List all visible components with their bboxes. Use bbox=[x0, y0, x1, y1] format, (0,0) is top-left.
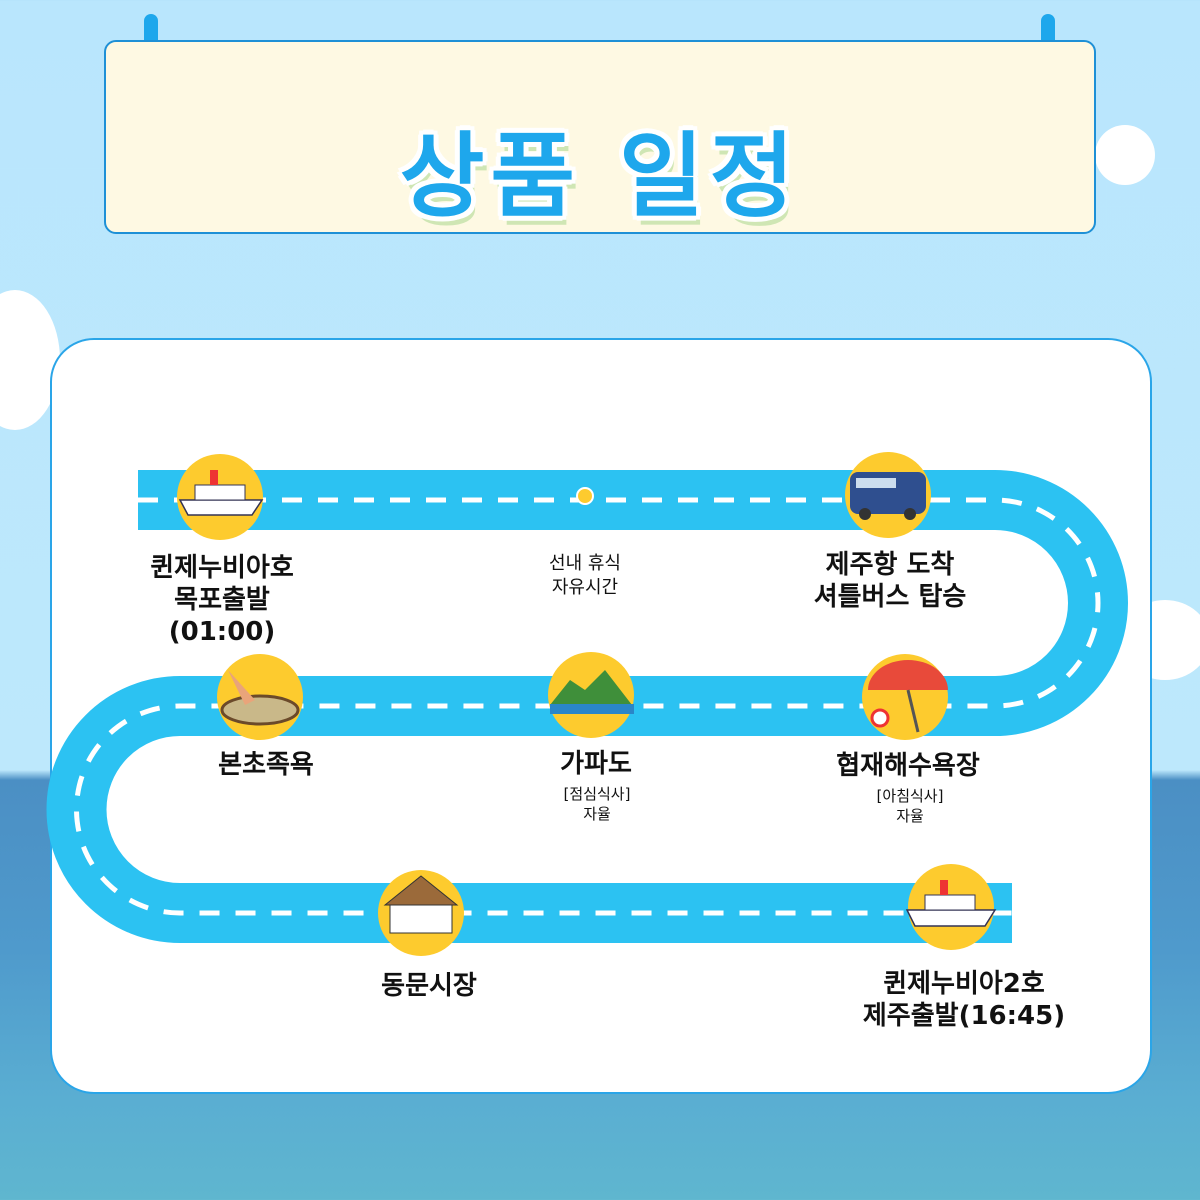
stop-title: 협재해수욕장 bbox=[836, 751, 980, 781]
meal-note: [아침식사] bbox=[876, 787, 944, 805]
stop-label-foot-bath: 본초족욕 bbox=[218, 749, 314, 781]
stop-title: 자유시간 bbox=[551, 577, 619, 598]
stop-label-jeju-departure: 퀸제누비아2호 제주출발(16:45) bbox=[863, 968, 1065, 1032]
stop-note-gapado: [점심식사] 자율 bbox=[564, 784, 631, 824]
meal-note: 자율 bbox=[896, 807, 924, 825]
stop-label-jeju-arrival: 제주항 도착 셔틀버스 탑승 bbox=[814, 549, 967, 613]
stop-title: 셔틀버스 탑승 bbox=[813, 582, 967, 612]
stop-title: 가파도 bbox=[560, 749, 632, 779]
stop-title: 선내 휴식 bbox=[549, 553, 621, 574]
stop-label-mokpo-departure: 퀸제누비아호 목포출발 (01:00) bbox=[150, 552, 294, 648]
stop-label-gapado: 가파도 bbox=[560, 748, 632, 780]
stop-title: 목포출발 bbox=[174, 585, 270, 615]
bus-icon bbox=[845, 452, 931, 538]
meal-note: 자율 bbox=[583, 805, 611, 823]
dot-marker-icon bbox=[576, 487, 594, 505]
cruise-ship-icon bbox=[905, 864, 997, 950]
stop-title: 동문시장 bbox=[381, 971, 477, 1001]
title-board: 상품 일정 bbox=[104, 40, 1096, 234]
stop-title: 제주항 도착 bbox=[825, 550, 955, 580]
beach-umbrella-icon bbox=[862, 654, 948, 740]
page-title: 상품 일정 bbox=[399, 123, 801, 230]
stop-title: 퀸제누비아2호 bbox=[883, 969, 1045, 999]
stop-note-hyeopjae: [아침식사] 자율 bbox=[877, 786, 944, 826]
cruise-ship-icon bbox=[177, 454, 264, 540]
stop-time: 제주출발(16:45) bbox=[862, 1001, 1066, 1031]
stop-time: (01:00) bbox=[168, 617, 276, 647]
cloud bbox=[1095, 125, 1155, 185]
stop-label-hyeopjae-beach: 협재해수욕장 bbox=[836, 750, 980, 782]
meal-note: [점심식사] bbox=[563, 785, 631, 803]
stop-title: 퀸제누비아호 bbox=[150, 553, 294, 583]
foot-bath-icon bbox=[217, 654, 303, 740]
market-stall-icon bbox=[378, 870, 464, 956]
stop-label-onboard-rest: 선내 휴식 자유시간 bbox=[549, 552, 621, 600]
stop-label-dongmun-market: 동문시장 bbox=[381, 970, 477, 1002]
island-icon bbox=[548, 652, 634, 738]
stop-title: 본초족욕 bbox=[218, 750, 314, 780]
